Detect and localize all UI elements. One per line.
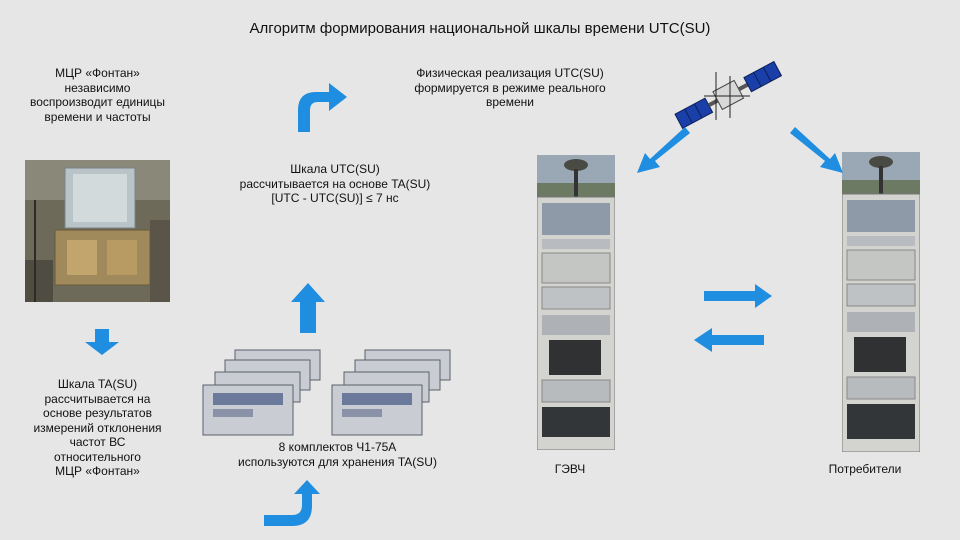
clocks-group-2 — [331, 349, 451, 436]
clocks-description: 8 комплектов Ч1-75А используются для хра… — [238, 440, 437, 469]
gevch-label: ГЭВЧ — [554, 462, 586, 476]
utc-scale-text: Шкала UTC(SU) рассчитывается на основе T… — [239, 162, 431, 205]
fountain-description: МЦР «Фонтан» независимо воспроизводит ед… — [29, 66, 166, 124]
arrow-up-icon — [291, 283, 325, 333]
arrow-left-icon — [694, 328, 764, 352]
physical-realization-text: Физическая реализация UTC(SU) формируетс… — [414, 66, 606, 109]
consumers-label: Потребители — [828, 462, 902, 476]
curved-arrow-top-icon — [298, 83, 347, 132]
arrow-satellite-to-consumers-icon — [790, 127, 843, 173]
clocks-group-1 — [202, 349, 321, 436]
fountain-photo — [25, 160, 170, 302]
satellite-icon — [674, 60, 783, 129]
arrow-right-icon — [704, 284, 772, 308]
ta-scale-text: Шкала TA(SU) рассчитывается на основе ре… — [33, 377, 162, 478]
curved-arrow-bottom-icon — [264, 480, 320, 526]
gevch-rack — [537, 155, 615, 450]
arrow-satellite-to-gevch-icon — [637, 127, 690, 173]
page-title: Алгоритм формирования национальной шкалы… — [249, 20, 711, 37]
consumers-rack — [842, 152, 920, 452]
arrow-down-icon — [85, 329, 119, 355]
